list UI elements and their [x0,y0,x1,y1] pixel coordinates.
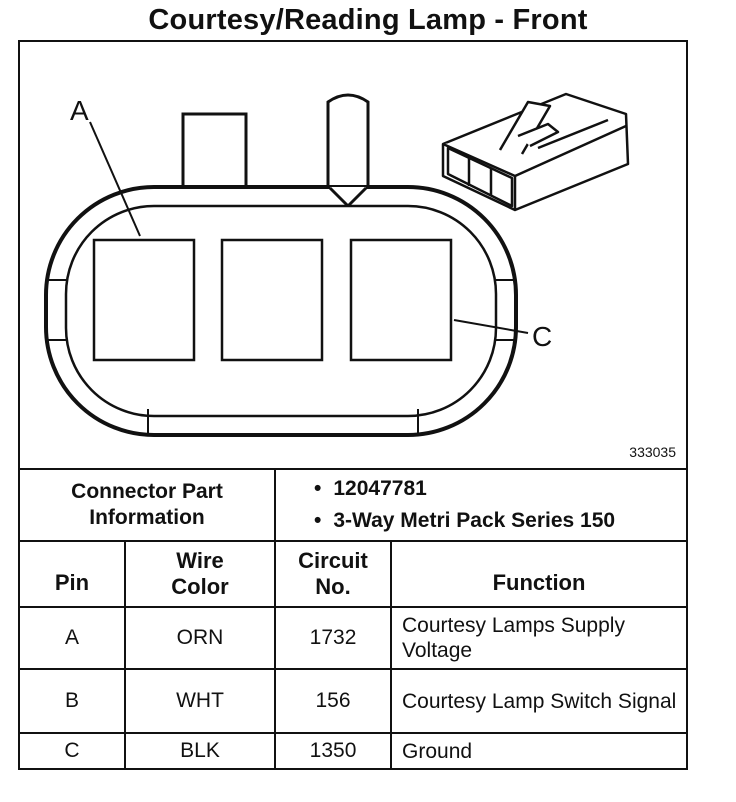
header-pin: Pin [18,540,126,608]
circuit-cell: 1350 [274,732,393,770]
function-cell: Ground [390,732,688,770]
callout-c-leader [453,319,529,334]
header-wire-color: Wire Color [123,540,277,608]
circuit-cell: 1732 [274,606,393,670]
header-function: Function [390,540,688,608]
connector-table: Connector Part Information 12047781 3-Wa… [17,468,688,770]
callout-a-leader [89,121,141,237]
connector-info-label: Connector Part Information [17,468,277,542]
wire-color-cell: ORN [123,606,277,670]
connector-diagram: A C [44,92,630,437]
cavity-c [349,238,453,362]
callout-c-label: C [532,321,552,352]
connector-iso-icon [441,92,630,212]
table-header-row: Pin Wire Color Circuit No. Function [18,540,688,608]
cavity-b [220,238,324,362]
pin-cell: C [18,732,126,770]
table-row: A ORN 1732 Courtesy Lamps Supply Voltage [18,606,688,670]
connector-key [326,93,370,209]
table-row: B WHT 156 Courtesy Lamp Switch Signal [18,668,688,734]
function-cell: Courtesy Lamps Supply Voltage [390,606,688,670]
connector-series: 3-Way Metri Pack Series 150 [314,505,686,537]
page-title: Courtesy/Reading Lamp - Front [148,4,588,36]
circuit-cell: 156 [274,668,393,734]
callout-a-label: A [70,95,89,126]
connector-part-number: 12047781 [314,473,686,505]
pin-cell: A [18,606,126,670]
wire-color-cell: BLK [123,732,277,770]
cavity-a [92,238,196,362]
wire-color-cell: WHT [123,668,277,734]
connector-info-list: 12047781 3-Way Metri Pack Series 150 [274,468,688,542]
connector-info-row: Connector Part Information 12047781 3-Wa… [17,468,688,542]
table-row: C BLK 1350 Ground [18,732,688,770]
diagram-frame [18,40,688,770]
pin-cell: B [18,668,126,734]
figure-id: 333035 [629,444,676,460]
header-circuit: Circuit No. [274,540,393,608]
function-cell: Courtesy Lamp Switch Signal [390,668,688,734]
connector-lock-tab [181,112,248,188]
